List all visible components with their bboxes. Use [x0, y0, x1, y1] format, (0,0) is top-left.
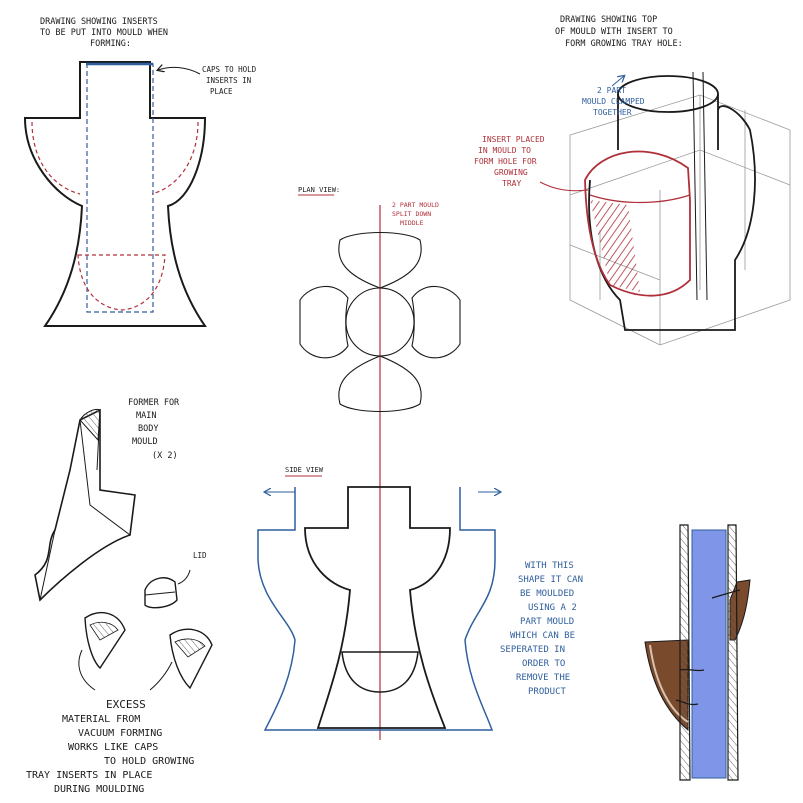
insert-note-line5: tray — [502, 179, 521, 188]
lid-rim — [144, 591, 176, 596]
mould-insert-rim — [589, 194, 691, 204]
excess-line5: to hold growing — [104, 756, 194, 767]
mould-note-arrow — [611, 76, 624, 87]
excess-line2: material from — [62, 714, 140, 725]
plan-side-views: Plan view: 2 part mould split down middl… — [257, 186, 500, 740]
inserts-right-cap — [151, 121, 199, 195]
side-view-tray-hole — [341, 651, 419, 693]
inserts-tray-insert — [77, 254, 166, 311]
former-drawing: Former for main body mould (x 2) lid Exc… — [26, 398, 213, 795]
section-left-wall — [679, 524, 691, 781]
former-label-line5: (x 2) — [152, 451, 178, 461]
mould-note-line1: 2 part — [597, 86, 626, 95]
mould-title-line2: of mould with insert to — [555, 27, 673, 37]
caps-note-line1: caps to hold — [202, 65, 257, 74]
former-label-line1: Former for — [128, 398, 180, 408]
excess-line1: Excess — [106, 698, 146, 711]
cap-right — [169, 628, 213, 690]
split-note-line2: split down — [392, 210, 431, 218]
mould-note-line2: mould clamped — [582, 97, 645, 106]
excess-line7: during moulding — [54, 784, 144, 795]
section-roots — [675, 589, 741, 706]
shape-note-line1: With this — [525, 561, 574, 571]
shape-note-line3: be moulded — [520, 589, 574, 599]
insert-note-arrow — [539, 181, 589, 192]
plan-view — [299, 231, 461, 413]
mould-note-line3: together — [593, 108, 632, 117]
mould-top-drawing: Drawing showing top of mould with insert… — [474, 15, 791, 346]
split-note-line1: 2 part mould — [392, 201, 439, 209]
mould-construction-lines — [569, 94, 791, 346]
shape-note-line2: shape it can — [518, 575, 583, 585]
lid-arrow — [177, 569, 191, 585]
former-label-line2: main — [136, 411, 156, 421]
shape-note-line5: part mould — [520, 617, 574, 627]
side-view-product-outline — [304, 486, 451, 729]
inserts-left-cap — [31, 121, 81, 195]
shape-note-line10: product — [528, 687, 567, 697]
section-drawing — [644, 524, 751, 781]
shape-note-line8: order to — [522, 659, 565, 669]
side-view-label: Side view — [285, 466, 324, 474]
mould-cylinder-sides — [617, 94, 719, 150]
mould-red-insert — [584, 150, 691, 297]
cap-left-arrow — [78, 649, 96, 691]
former-label-line3: body — [138, 424, 158, 434]
cap-left — [84, 611, 126, 670]
mould-split-seam — [692, 71, 708, 301]
section-blue-core — [691, 529, 727, 779]
split-note-line3: middle — [400, 219, 424, 227]
former-top-face — [79, 409, 101, 442]
former-edges — [39, 409, 131, 601]
mould-red-hatch — [590, 200, 640, 292]
insert-note-line3: form hole for — [474, 157, 537, 166]
plan-view-label: Plan view: — [298, 186, 340, 194]
inserts-title-line1: Drawing showing inserts — [40, 17, 158, 27]
inserts-title-line3: forming: — [90, 39, 131, 49]
shape-note-line9: remove the — [516, 673, 570, 683]
shape-note-line4: using a 2 — [528, 603, 577, 613]
side-view-mould-outline — [257, 487, 496, 731]
cap-right-arrow — [149, 661, 173, 691]
shape-note-line6: which can be — [510, 631, 575, 641]
former-shape — [34, 408, 136, 602]
caps-note-line2: inserts in — [206, 76, 251, 85]
former-label-line4: mould — [132, 437, 158, 447]
cap-left-inner — [89, 621, 119, 641]
shape-note-line7: seperated in — [500, 645, 565, 655]
caps-note-arrow — [158, 67, 201, 75]
section-right-wall — [727, 524, 739, 781]
excess-line3: vacuum forming — [78, 728, 162, 739]
cap-right-inner — [174, 638, 206, 658]
lid-shape — [144, 577, 178, 609]
caps-note-line3: place — [210, 87, 233, 96]
inserts-drawing: Drawing showing inserts to be put into m… — [23, 17, 257, 327]
inserts-title-line2: to be put into mould when — [40, 28, 168, 38]
insert-note-line4: growing — [494, 168, 528, 177]
shape-note: With this shape it can be moulded using … — [500, 561, 583, 697]
inserts-body-outline — [23, 61, 207, 327]
excess-line6: tray inserts in place — [26, 770, 152, 781]
mould-title-line3: form growing tray hole: — [565, 39, 683, 49]
lid-label: lid — [193, 551, 207, 560]
insert-note-line1: insert placed — [482, 135, 545, 144]
inserts-blue-tube — [86, 63, 154, 313]
mould-title-line1: Drawing showing top — [560, 15, 657, 25]
insert-note-line2: in mould to — [478, 146, 531, 155]
excess-line4: works like caps — [68, 742, 158, 753]
